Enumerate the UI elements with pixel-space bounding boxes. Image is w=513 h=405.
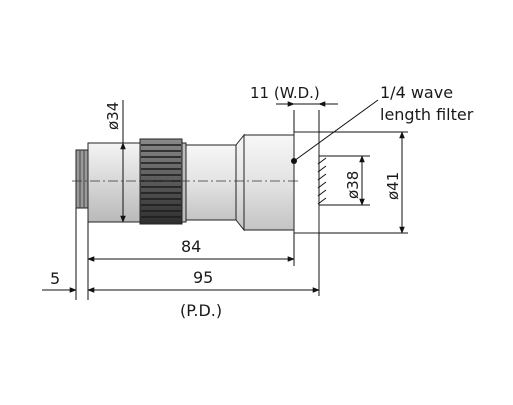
- barrel-section-3: [185, 144, 237, 221]
- mount-thread: [75, 149, 89, 209]
- barrel-taper: [235, 133, 245, 232]
- label-dia-41: ø41: [384, 172, 402, 200]
- label-working-distance: 11 (W.D.): [250, 84, 320, 102]
- dimension-dia-34: ø34: [104, 100, 126, 223]
- dimension-length-5: 5: [42, 269, 77, 293]
- dimension-working-distance: 11 (W.D.): [250, 84, 338, 132]
- barrel-section-2: [181, 142, 187, 223]
- lens-body: [72, 131, 330, 234]
- front-barrel: [243, 134, 295, 231]
- dimension-length-95: 95 (P.D.): [87, 268, 320, 320]
- label-filter-line2: length filter: [380, 105, 474, 124]
- label-parfocal: (P.D.): [180, 301, 222, 320]
- filter-plate: [317, 155, 330, 206]
- label-length-5: 5: [50, 269, 60, 288]
- filter-housing: [293, 131, 320, 234]
- label-filter-line1: 1/4 wave: [380, 83, 453, 102]
- filter-callout: 1/4 wave length filter: [293, 83, 474, 162]
- label-dia-34: ø34: [104, 102, 122, 130]
- dimension-length-84: 84: [87, 237, 295, 262]
- label-length-84: 84: [181, 237, 201, 256]
- label-length-95: 95: [193, 268, 213, 287]
- dimension-dia-38: ø38: [330, 155, 370, 206]
- label-dia-38: ø38: [344, 171, 362, 199]
- dimension-dia-41: ø41: [319, 131, 408, 234]
- barrel-section-1: [87, 142, 141, 223]
